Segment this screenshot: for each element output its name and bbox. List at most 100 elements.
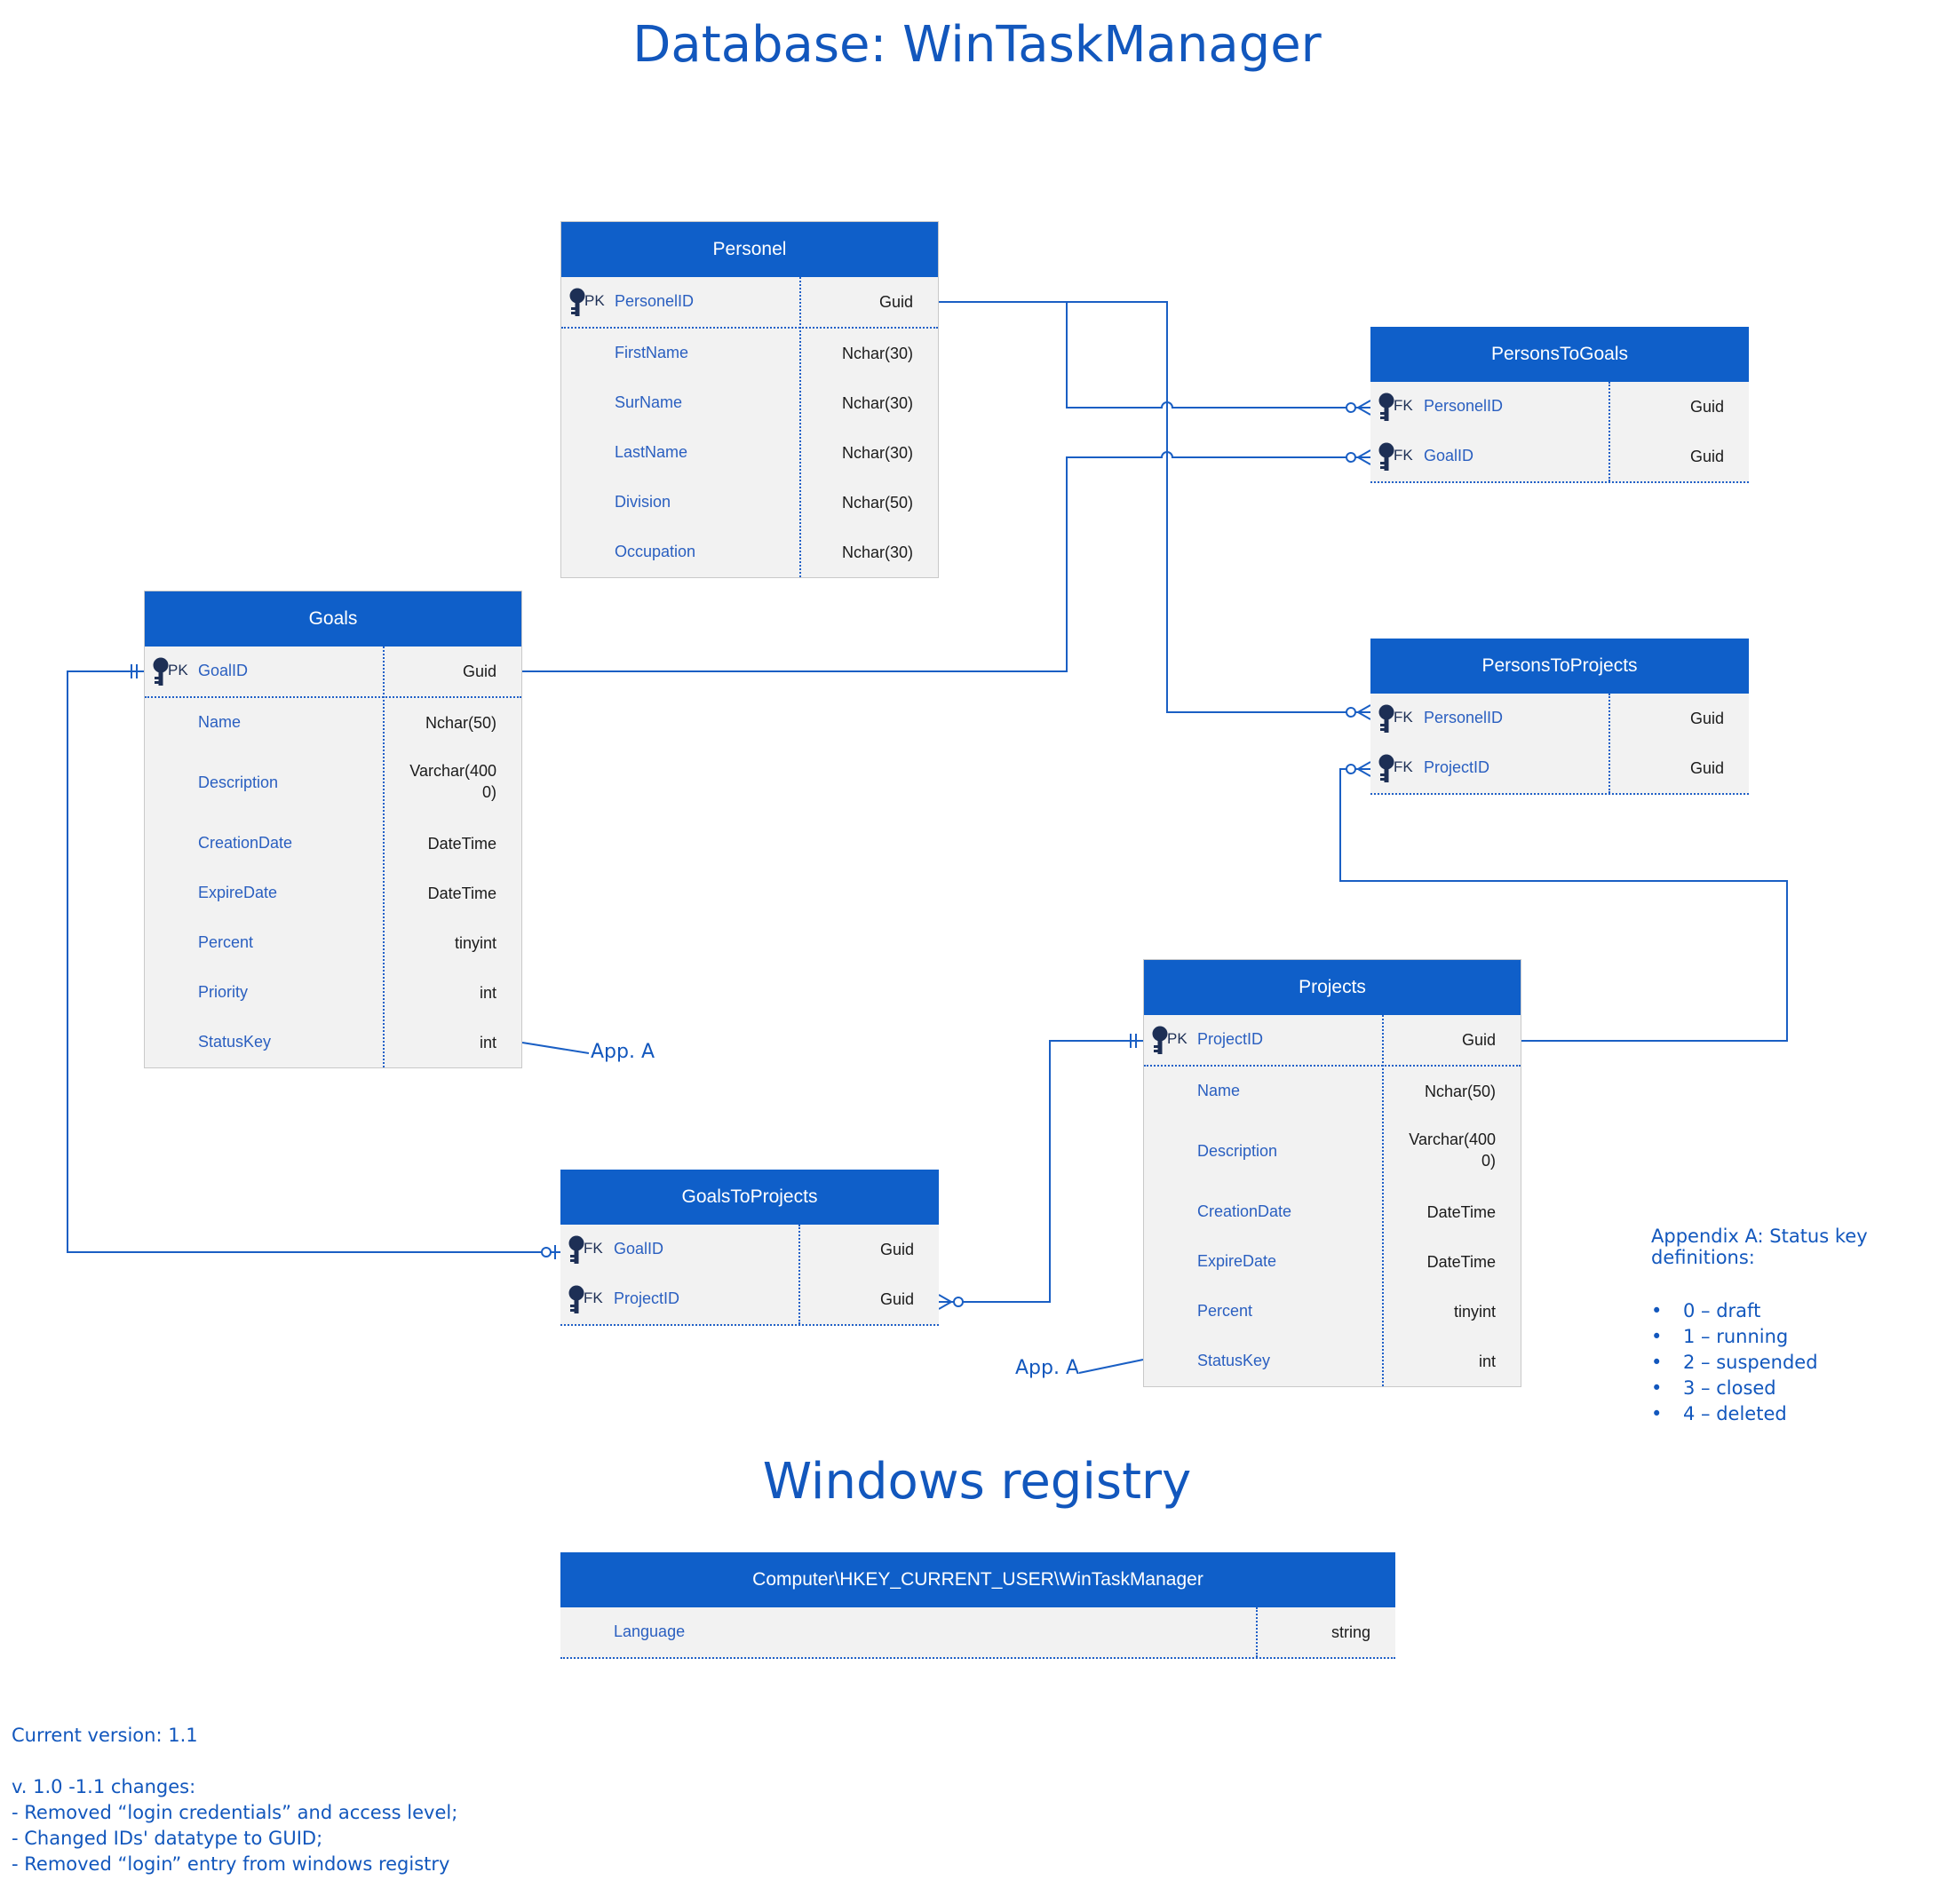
field-name: Name xyxy=(198,713,242,731)
field-name: GoalID xyxy=(198,662,249,679)
field-type: Nchar(30) xyxy=(841,394,913,412)
field-name: Description xyxy=(1197,1142,1278,1160)
field-row[interactable]: Description Varchar(4000) xyxy=(1144,1116,1521,1187)
key-type-label: FK xyxy=(1394,397,1413,414)
change-item: - Removed “login” entry from windows reg… xyxy=(12,1853,450,1875)
page-title: Database: WinTaskManager xyxy=(632,16,1322,74)
field-row[interactable]: FK PersonelID Guid xyxy=(1370,382,1749,432)
field-row[interactable]: Percent tinyint xyxy=(145,918,521,968)
field-name: ProjectID xyxy=(1424,758,1490,776)
key-icon xyxy=(1378,704,1395,734)
registry-table[interactable]: Computer\HKEY_CURRENT_USER\WinTaskManage… xyxy=(560,1552,1395,1659)
link-personel-persons-to-projects xyxy=(939,301,1370,713)
column-divider xyxy=(383,647,385,1067)
status-key-item: 4 – deleted xyxy=(1651,1403,1954,1429)
field-row[interactable]: CreationDate DateTime xyxy=(1144,1187,1521,1237)
field-type: DateTime xyxy=(427,885,496,902)
entity-title: PersonsToGoals xyxy=(1370,327,1749,382)
field-name: CreationDate xyxy=(1197,1202,1292,1220)
key-type-label: FK xyxy=(584,1289,603,1306)
registry-key-header: Computer\HKEY_CURRENT_USER\WinTaskManage… xyxy=(560,1552,1395,1607)
field-type: int xyxy=(479,984,496,1002)
field-type: Varchar(4000) xyxy=(409,762,496,801)
one-only-icon xyxy=(1130,1034,1137,1048)
field-name: StatusKey xyxy=(198,1033,272,1051)
crowfoot-zero-many-icon xyxy=(1346,704,1371,720)
key-icon xyxy=(568,1285,585,1315)
link-goals-persons-to-goals xyxy=(522,451,1370,672)
column-divider xyxy=(798,1225,800,1324)
key-icon xyxy=(1378,442,1395,472)
field-type: Guid xyxy=(1689,398,1724,416)
appendix-status-keys: Appendix A: Status key definitions: 0 – … xyxy=(1651,1226,1954,1429)
change-item: - Removed “login credentials” and access… xyxy=(12,1802,458,1823)
key-icon xyxy=(1151,1026,1169,1056)
one-only-icon xyxy=(131,664,138,678)
entity-title: GoalsToProjects xyxy=(560,1170,939,1225)
field-name: PersonelID xyxy=(1424,397,1504,415)
field-name: Percent xyxy=(1197,1302,1253,1320)
field-type: DateTime xyxy=(1426,1203,1496,1221)
field-type: Guid xyxy=(879,1290,914,1308)
field-type: int xyxy=(1478,1353,1496,1370)
link-goals-to-projects-projects xyxy=(939,1040,1143,1303)
crowfoot-zero-many-icon xyxy=(1346,761,1371,777)
field-name: LastName xyxy=(615,443,688,461)
field-type: Guid xyxy=(1689,448,1724,465)
crowfoot-zero-many-icon xyxy=(1346,449,1371,465)
field-row[interactable]: LastName Nchar(30) xyxy=(561,428,938,478)
field-type: Nchar(30) xyxy=(841,345,913,362)
field-name: Division xyxy=(615,493,671,511)
key-icon xyxy=(568,288,586,318)
column-divider xyxy=(1608,694,1610,793)
column-divider xyxy=(1382,1015,1384,1386)
field-name: GoalID xyxy=(1424,447,1474,464)
field-type: Nchar(30) xyxy=(841,444,913,462)
field-row[interactable]: StatusKey int xyxy=(1144,1337,1521,1386)
field-type: Varchar(4000) xyxy=(1409,1130,1496,1170)
registry-row[interactable]: Language string xyxy=(560,1607,1395,1659)
column-divider xyxy=(799,277,801,577)
field-name: ProjectID xyxy=(1197,1030,1264,1048)
field-name: Percent xyxy=(198,933,254,951)
field-name: ExpireDate xyxy=(198,884,278,901)
entity-title: Projects xyxy=(1144,960,1521,1015)
key-type-label: FK xyxy=(1394,709,1413,726)
column-divider xyxy=(1256,1607,1258,1657)
field-name: StatusKey xyxy=(1197,1352,1271,1369)
field-name: CreationDate xyxy=(198,834,293,852)
link-projects-persons-to-projects xyxy=(1339,768,1788,1042)
field-name: PersonelID xyxy=(615,292,695,310)
field-type: Guid xyxy=(1689,759,1724,777)
column-divider xyxy=(1608,382,1610,481)
field-row[interactable]: ExpireDate DateTime xyxy=(145,869,521,918)
app-a-pointer-goals xyxy=(521,1042,590,1054)
field-type: tinyint xyxy=(454,934,496,952)
